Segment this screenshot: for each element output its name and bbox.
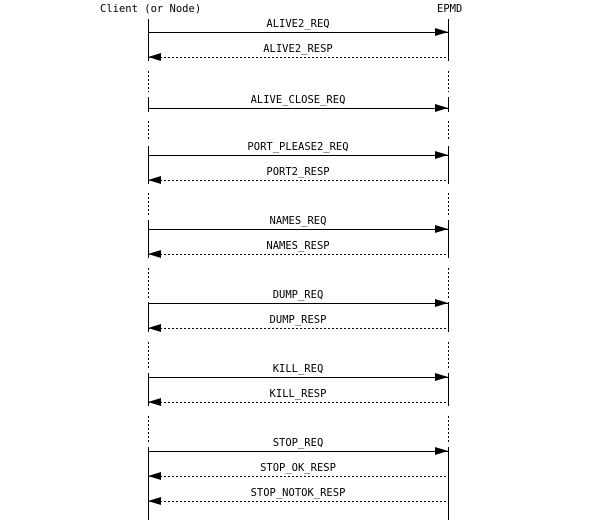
message-label: PORT2_RESP: [266, 166, 330, 178]
lifeline-segment: [148, 447, 149, 520]
lifeline-segment: [448, 193, 449, 216]
arrow-line: [148, 108, 448, 109]
lifeline-segment: [148, 19, 149, 61]
lifeline-segment: [448, 19, 449, 61]
message-label: ALIVE_CLOSE_REQ: [250, 94, 346, 106]
lifeline-segment: [448, 302, 449, 332]
arrowhead-right-icon: [435, 28, 448, 36]
lifeline-segment: [148, 302, 149, 332]
message-label: KILL_REQ: [272, 363, 324, 375]
arrow-line: [148, 32, 448, 33]
actor-client-label: Client (or Node): [100, 3, 202, 15]
arrow-line: [148, 303, 448, 304]
arrow-line: [148, 57, 448, 58]
arrowhead-left-icon: [148, 497, 161, 505]
arrow-line: [148, 377, 448, 378]
arrow-line: [148, 180, 448, 181]
arrowhead-left-icon: [148, 398, 161, 406]
arrow-line: [148, 501, 448, 502]
arrow-line: [148, 451, 448, 452]
lifeline-segment: [448, 146, 449, 184]
lifeline-segment: [448, 268, 449, 300]
lifeline-segment: [148, 416, 149, 443]
arrowhead-right-icon: [435, 299, 448, 307]
message-label: STOP_NOTOK_RESP: [250, 487, 346, 499]
arrow-line: [148, 155, 448, 156]
message-label: NAMES_RESP: [266, 240, 330, 252]
message-label: ALIVE2_REQ: [266, 18, 330, 30]
message-label: NAMES_REQ: [269, 215, 327, 227]
lifeline-segment: [448, 71, 449, 92]
lifeline-segment: [448, 97, 449, 112]
lifeline-segment: [448, 121, 449, 141]
lifeline-segment: [148, 146, 149, 184]
arrow-line: [148, 402, 448, 403]
message-label: PORT_PLEASE2_REQ: [247, 141, 349, 153]
arrow-line: [148, 254, 448, 255]
message-label: STOP_REQ: [272, 437, 324, 449]
arrow-line: [148, 229, 448, 230]
lifeline-segment: [148, 373, 149, 406]
lifeline-segment: [148, 193, 149, 216]
arrowhead-left-icon: [148, 53, 161, 61]
lifeline-segment: [448, 342, 449, 369]
lifeline-segment: [448, 373, 449, 406]
arrowhead-left-icon: [148, 250, 161, 258]
actor-epmd-label: EPMD: [437, 3, 463, 15]
message-label: DUMP_REQ: [272, 289, 324, 301]
lifeline-segment: [448, 220, 449, 258]
lifeline-segment: [148, 97, 149, 112]
lifeline-segment: [148, 268, 149, 300]
lifeline-segment: [448, 416, 449, 443]
arrowhead-left-icon: [148, 176, 161, 184]
lifeline-segment: [148, 220, 149, 258]
message-label: STOP_OK_RESP: [260, 462, 336, 474]
lifeline-segment: [148, 121, 149, 141]
lifeline-segment: [448, 447, 449, 520]
arrowhead-right-icon: [435, 225, 448, 233]
epmd-lifeline: [448, 0, 449, 520]
arrowhead-right-icon: [435, 373, 448, 381]
lifeline-segment: [148, 342, 149, 369]
message-label: KILL_RESP: [269, 388, 327, 400]
arrowhead-left-icon: [148, 324, 161, 332]
arrowhead-right-icon: [435, 151, 448, 159]
lifeline-segment: [148, 71, 149, 92]
message-label: DUMP_RESP: [269, 314, 327, 326]
message-label: ALIVE2_RESP: [263, 43, 333, 55]
arrow-line: [148, 328, 448, 329]
arrowhead-right-icon: [435, 447, 448, 455]
arrow-line: [148, 476, 448, 477]
arrowhead-left-icon: [148, 472, 161, 480]
arrowhead-right-icon: [435, 104, 448, 112]
client-lifeline: [148, 0, 149, 520]
